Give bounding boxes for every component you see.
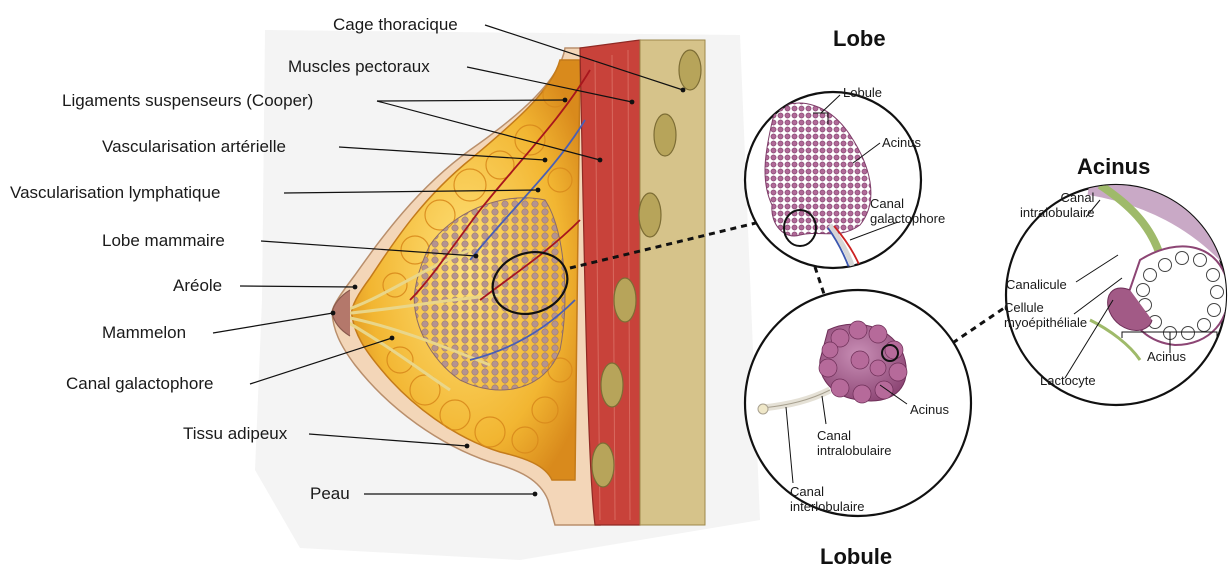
label-cage-thoracique: Cage thoracique [333, 16, 458, 33]
lobule-inter-line2: interlobulaire [790, 499, 864, 514]
label-vascularisation-arterielle: Vascularisation artérielle [102, 138, 286, 155]
lobe-view [745, 92, 921, 276]
label-muscles-pectoraux: Muscles pectoraux [288, 58, 430, 75]
label-canal-galactophore: Canal galactophore [66, 375, 213, 392]
lobe-label-acinus: Acinus [882, 136, 921, 149]
lobe-title: Lobe [833, 28, 886, 50]
label-ligaments: Ligaments suspenseurs (Cooper) [62, 92, 313, 109]
label-lobe-mammaire: Lobe mammaire [102, 232, 225, 249]
acinus-label-lactocyte: Lactocyte [1040, 374, 1096, 387]
lobule-label-canal-intralobulaire: Canal intralobulaire [817, 428, 891, 459]
acinus-label-canal-intralobulaire: Canal intralobulaire [1020, 190, 1094, 221]
label-areole: Aréole [173, 277, 222, 294]
lobe-label-canal-galactophore: Canal galactophore [870, 196, 945, 227]
acinus-cellule-line1: Cellule [1004, 300, 1087, 315]
acinus-intra-line2: intralobulaire [1020, 205, 1094, 220]
acinus-label-cellule-myoepitheliale: Cellule myoépithéliale [1004, 300, 1087, 331]
acinus-label-canalicule: Canalicule [1006, 278, 1067, 291]
label-peau: Peau [310, 485, 350, 502]
acinus-intra-line1: Canal [1020, 190, 1094, 205]
label-vascularisation-lymphatique: Vascularisation lymphatique [10, 184, 220, 201]
label-tissu-adipeux: Tissu adipeux [183, 425, 287, 442]
lobule-title: Lobule [820, 546, 892, 568]
lobule-intra-line1: Canal [817, 428, 891, 443]
lobule-label-canal-interlobulaire: Canal interlobulaire [790, 484, 864, 515]
acinus-title: Acinus [1077, 156, 1150, 178]
lobule-inter-line1: Canal [790, 484, 864, 499]
lobule-label-acinus: Acinus [910, 403, 949, 416]
lobe-label-lobule: Lobule [843, 86, 882, 99]
acinus-label-acinus: Acinus [1147, 350, 1186, 363]
label-mammelon: Mammelon [102, 324, 186, 341]
lobule-intra-line2: intralobulaire [817, 443, 891, 458]
lobe-canal-line2: galactophore [870, 211, 945, 226]
lobe-canal-line1: Canal [870, 196, 945, 211]
acinus-cellule-line2: myoépithéliale [1004, 315, 1087, 330]
